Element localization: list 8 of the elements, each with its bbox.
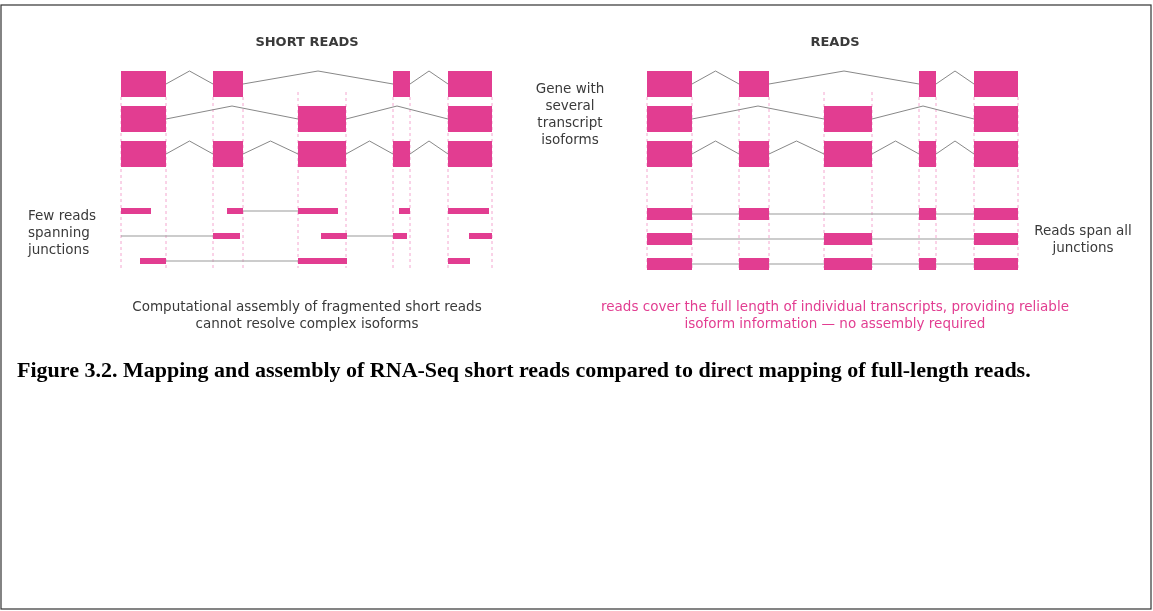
side-note: Reads span all junctions	[1033, 222, 1133, 256]
panel-caption: Computational assembly of fragmented short reads cannot resolve complex isoforms	[131, 298, 483, 332]
figure-caption: Figure 3.2. Mapping and assembly of RNA-Seq short reads compared to direct mapping of full-length reads.	[17, 356, 1032, 384]
panel-heading: READS	[809, 33, 861, 50]
panel-heading: SHORT READS	[254, 33, 360, 50]
side-note: Few reads spanning junctions	[28, 207, 98, 258]
side-note: Gene with several transcript isoforms	[534, 80, 606, 148]
panel-caption: reads cover the full length of individual transcripts, providing reliable isoform information — no assembly required	[600, 298, 1070, 332]
